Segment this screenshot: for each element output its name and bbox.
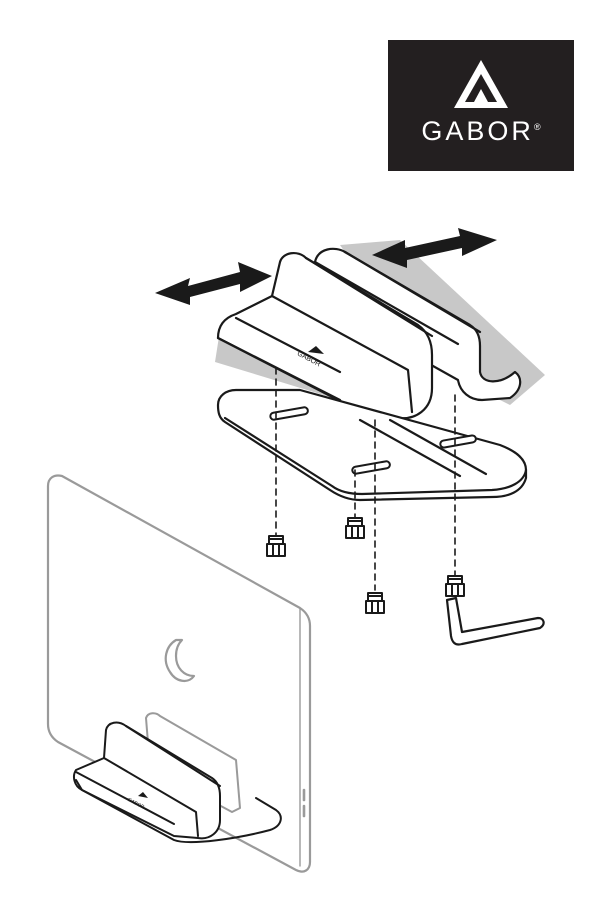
allen-key-icon	[447, 598, 544, 645]
hex-screw-icon	[366, 593, 384, 613]
hex-screw-icon	[267, 536, 285, 556]
hex-screw-icon	[346, 518, 364, 538]
double-arrow-icon	[155, 262, 272, 305]
hex-screw-icon	[446, 576, 464, 596]
